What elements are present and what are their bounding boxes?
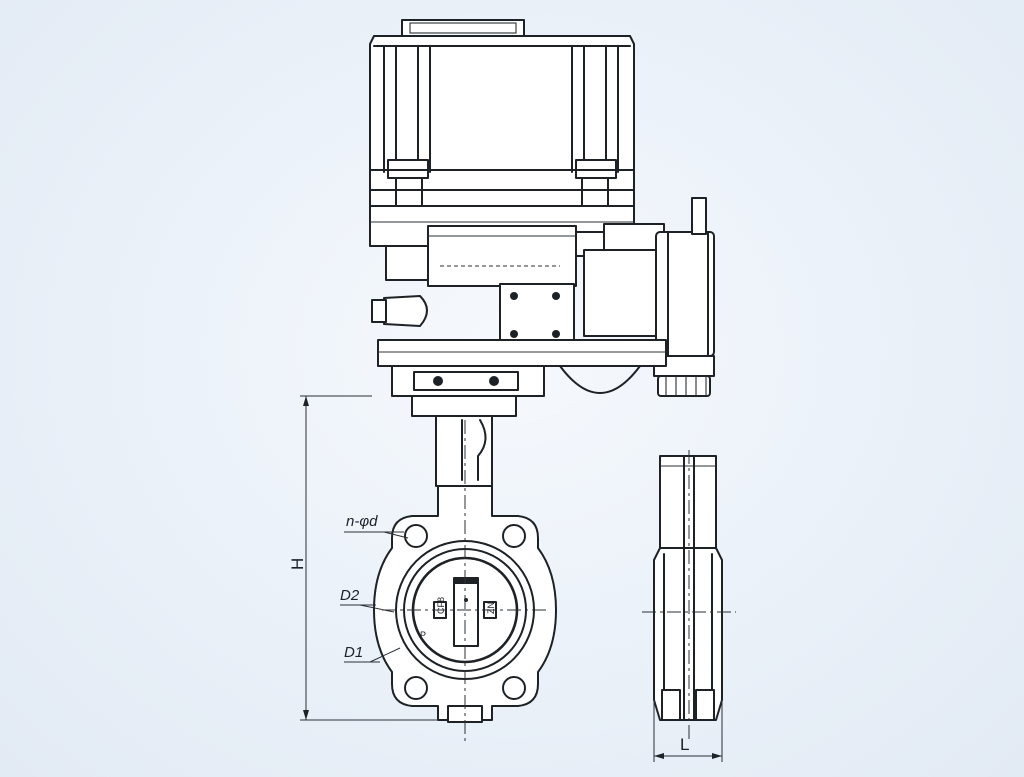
electric-actuator	[369, 19, 715, 417]
side-neck	[659, 455, 717, 549]
lug-hole-tl	[404, 524, 428, 548]
lug-hole-tr	[502, 524, 526, 548]
lug-hole-bl	[404, 676, 428, 700]
manual-override-knob	[383, 295, 428, 327]
hole-spec-label: n-φd	[346, 513, 378, 530]
valve-body-front: CF8 ZN P	[373, 415, 557, 742]
gearbox	[427, 225, 577, 287]
disc-right-mark: ZN	[486, 602, 496, 614]
coupler-arc	[559, 365, 641, 394]
junction-antenna	[691, 197, 707, 235]
actuator-mount-flange	[377, 339, 667, 367]
lug-hole-br	[502, 676, 526, 700]
disc-left-mark: CF8	[436, 597, 446, 614]
disc-hub	[453, 577, 479, 647]
d2-label: D2	[340, 587, 360, 604]
valve-side-view: L	[642, 450, 736, 762]
height-label: H	[288, 558, 307, 570]
seat-mark: P	[420, 630, 426, 640]
junction-box	[655, 231, 715, 357]
front-dimensions: H n-φd D2 D1	[288, 395, 438, 721]
bracket-base	[411, 395, 517, 417]
d1-label: D1	[344, 644, 363, 661]
length-label: L	[680, 735, 689, 754]
side-body	[653, 547, 723, 721]
actuator-top-cap	[401, 19, 525, 37]
